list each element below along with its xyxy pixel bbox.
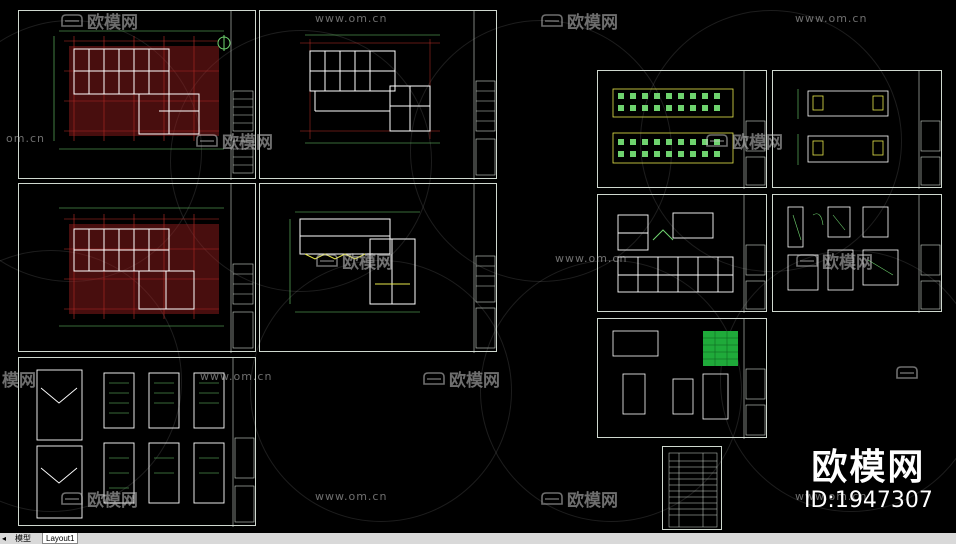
sections-drawing [617, 195, 766, 313]
sheet-elevations-1[interactable] [597, 70, 767, 189]
watermark-logo [895, 366, 919, 380]
sofa-logo-icon [423, 371, 445, 385]
sheet-drawing-index[interactable] [662, 446, 722, 530]
watermark-text: 欧模网 [449, 371, 500, 391]
brand-id-text: ID:1947307 [804, 488, 933, 513]
sheet-sections[interactable] [597, 194, 767, 313]
sofa-logo-icon [541, 491, 563, 505]
sofa-logo-icon [896, 366, 918, 379]
watermark-text: 欧模网 [567, 13, 618, 33]
floor-plan-2-drawing [300, 11, 496, 180]
elevations-1-drawing [612, 71, 766, 189]
sheet-node-details[interactable] [772, 194, 942, 313]
sheet-roof-plan[interactable] [259, 183, 497, 353]
sheet-floor-plan-1[interactable] [18, 10, 256, 180]
brand-logo-text: 欧模网 [811, 447, 926, 488]
floor-plan-3-drawing [59, 184, 254, 353]
sheet-floor-plan-2[interactable] [259, 10, 497, 180]
detail-table-drawing [612, 319, 766, 439]
layout-tab-bar: ◂ 模型 Layout1 [0, 533, 956, 544]
tab-model[interactable]: 模型 [15, 534, 31, 543]
watermark-url: www.om.cn [795, 12, 868, 25]
watermark-logo: 欧模网 [540, 8, 618, 33]
tab-layout1[interactable]: Layout1 [42, 533, 79, 544]
brand-overlay: 欧模网 ID:1947307 [804, 448, 933, 514]
watermark-logo: 欧模网 [422, 366, 500, 391]
floor-plan-1-drawing [53, 11, 254, 180]
drawing-index-table [668, 452, 718, 528]
sheet-elevations-2[interactable] [772, 70, 942, 189]
stair-details-drawing [36, 358, 255, 527]
watermark-text: 欧模网 [567, 491, 618, 511]
elevations-2-drawing [797, 71, 941, 189]
left-arrow-icon[interactable]: ◂ [2, 534, 7, 543]
cad-drawing-canvas[interactable]: www.om.cn www.om.cn om.cn www.om.cn www.… [0, 0, 956, 533]
sheet-stair-details[interactable] [18, 357, 256, 527]
node-details-drawing [787, 195, 941, 313]
sofa-logo-icon [541, 13, 563, 27]
watermark-url: www.om.cn [315, 490, 388, 503]
watermark-logo: 欧模网 [540, 486, 618, 511]
sheet-floor-plan-3[interactable] [18, 183, 256, 353]
sheet-detail-table[interactable] [597, 318, 767, 439]
roof-plan-drawing [289, 184, 496, 353]
